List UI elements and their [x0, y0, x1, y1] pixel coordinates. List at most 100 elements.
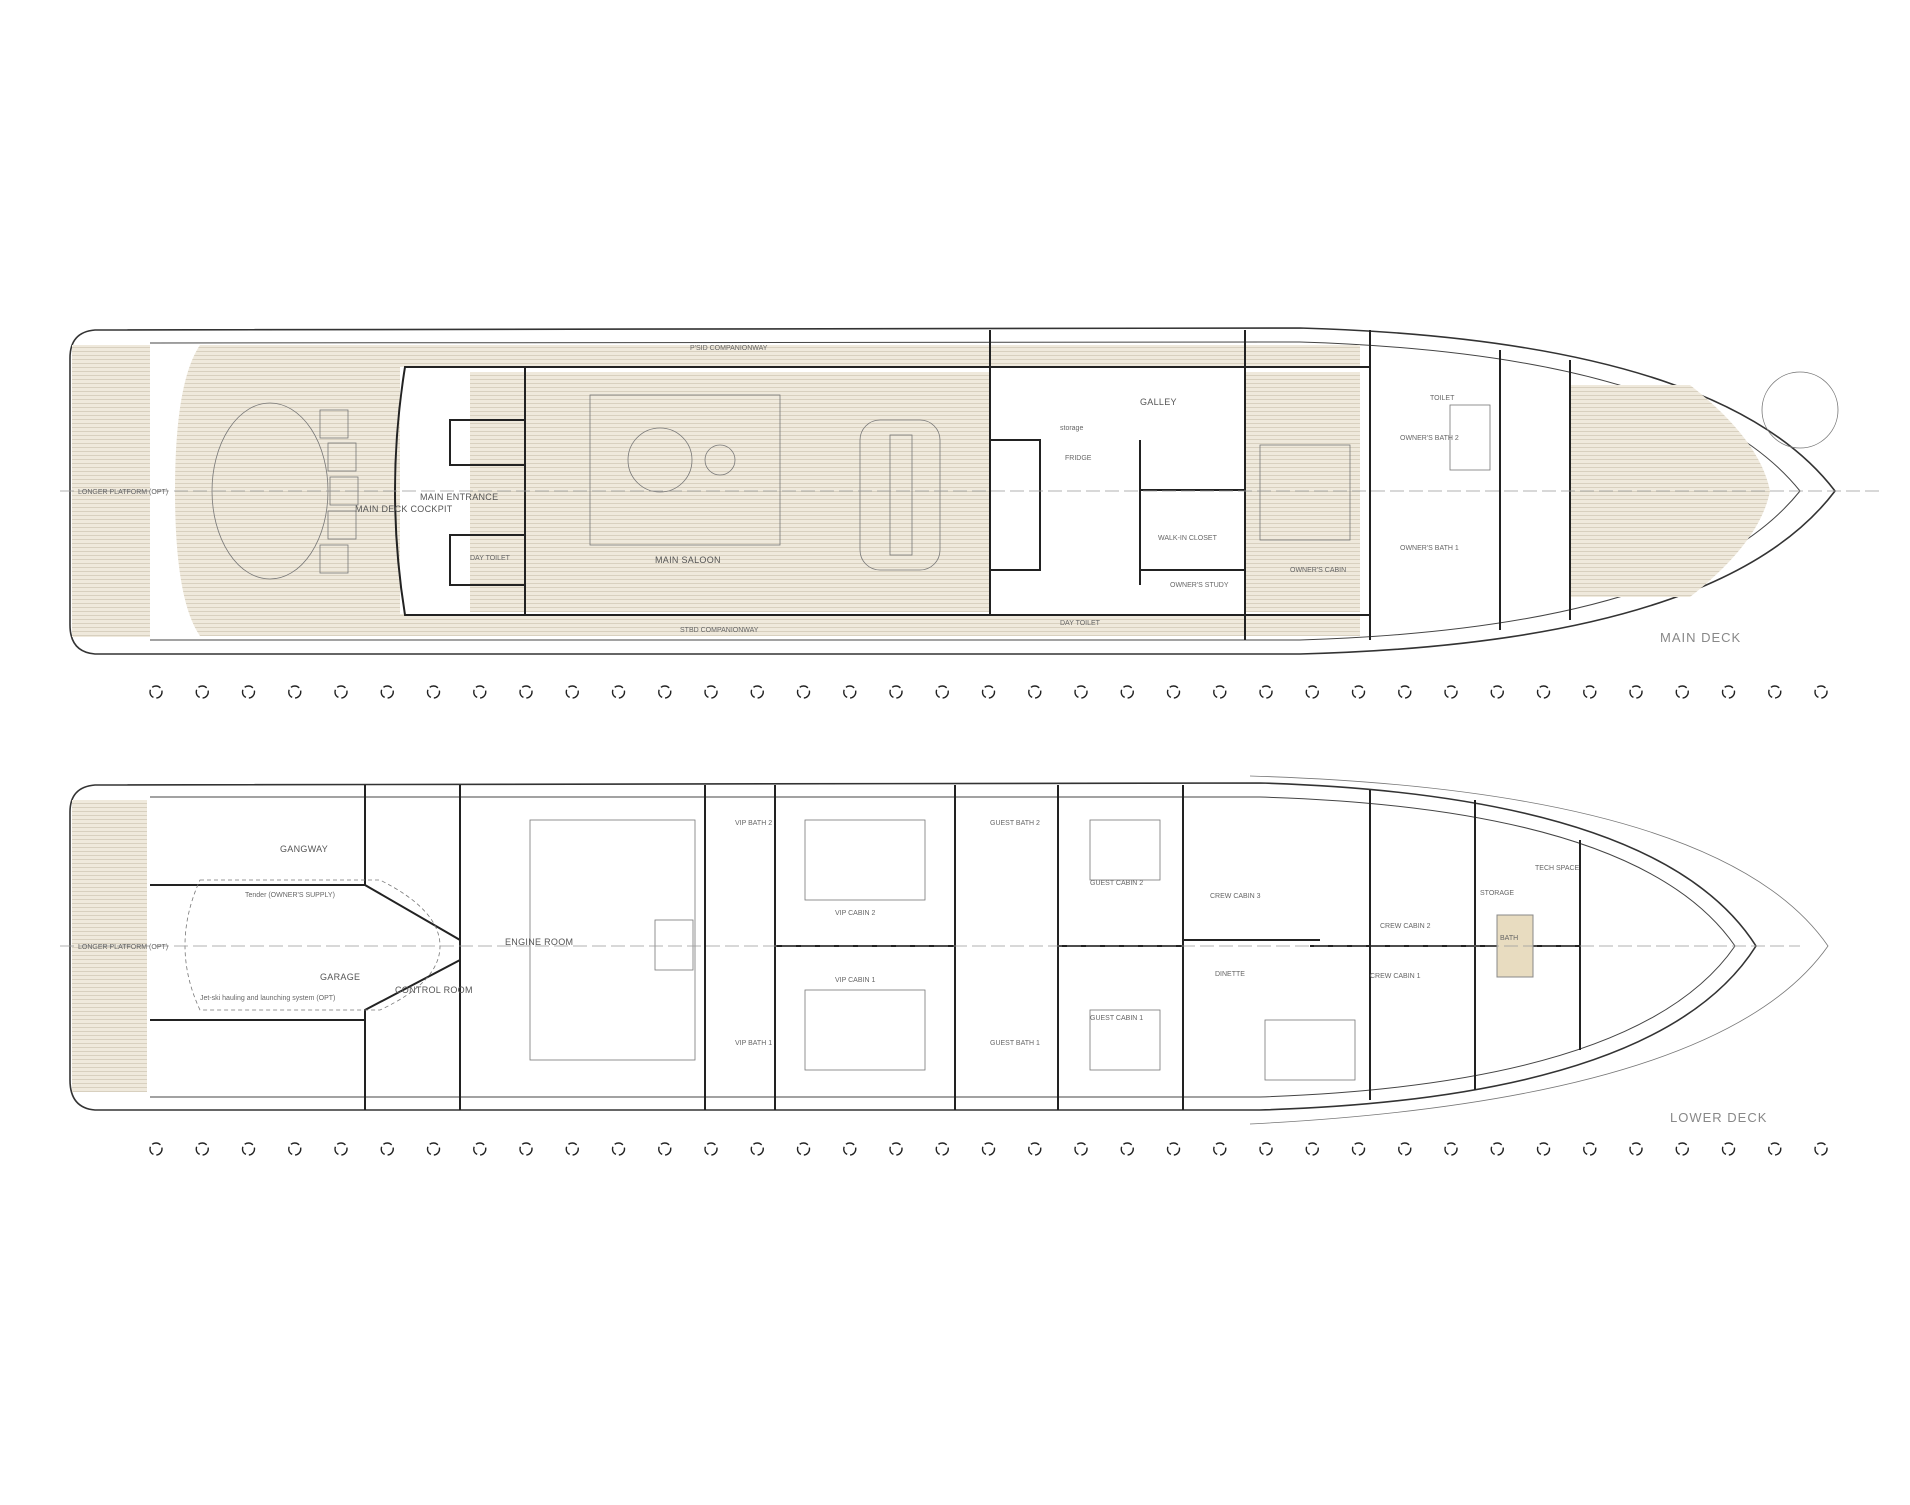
frame-markers-lower: [149, 1142, 1828, 1156]
frame-marker: [1444, 685, 1458, 699]
label-owners-cabin: OWNER'S CABIN: [1290, 567, 1346, 574]
lower-deck-title: LOWER DECK: [1670, 1110, 1767, 1125]
label-vip-cabin-2: VIP CABIN 2: [835, 910, 875, 917]
frame-marker: [519, 1142, 533, 1156]
frame-marker: [1675, 1142, 1689, 1156]
frame-marker: [1120, 685, 1134, 699]
label-storage: storage: [1060, 425, 1083, 432]
frame-marker: [1490, 1142, 1504, 1156]
label-garage: GARAGE: [320, 972, 360, 982]
frame-marker: [1074, 1142, 1088, 1156]
frame-marker: [149, 1142, 163, 1156]
frame-marker: [1629, 685, 1643, 699]
label-toilet: TOILET: [1430, 395, 1455, 402]
label-main-platform: LONGER PLATFORM (OPT): [78, 489, 168, 496]
frame-marker: [981, 685, 996, 699]
label-vip-bath-2: VIP BATH 2: [735, 820, 772, 827]
label-jetski: Jet-ski hauling and launching system (OP…: [200, 995, 335, 1002]
label-guest-cabin-2: GUEST CABIN 2: [1090, 880, 1143, 887]
frame-marker: [565, 1142, 579, 1156]
lower-deck-plan: LONGER PLATFORM (OPT) GANGWAY Tender (OW…: [60, 775, 1829, 1125]
frame-marker: [1814, 685, 1828, 699]
label-crew-cabin-2: CREW CABIN 2: [1380, 923, 1431, 930]
frame-marker: [519, 685, 533, 699]
frame-marker: [380, 1142, 394, 1156]
label-day-toilet-aft: DAY TOILET: [470, 555, 511, 562]
frame-marker: [565, 685, 579, 699]
frame-marker: [1213, 1142, 1227, 1156]
frame-marker: [380, 685, 394, 699]
frame-marker: [658, 1142, 672, 1156]
frame-marker: [611, 685, 626, 699]
label-tender: Tender (OWNER'S SUPPLY): [245, 892, 335, 899]
label-fridge: FRIDGE: [1065, 455, 1092, 462]
frame-marker: [1351, 685, 1366, 699]
frame-marker: [1768, 685, 1782, 699]
frame-marker: [1490, 685, 1504, 699]
frame-marker: [1305, 685, 1319, 699]
frame-marker: [473, 1142, 487, 1156]
frame-marker: [1768, 1142, 1782, 1156]
frame-marker: [1074, 685, 1088, 699]
frame-marker: [1675, 685, 1689, 699]
label-control-room: CONTROL ROOM: [395, 985, 473, 995]
frame-marker: [1398, 1142, 1412, 1156]
frame-marker: [1629, 1142, 1643, 1156]
label-main-entrance: MAIN ENTRANCE: [420, 492, 498, 502]
frame-marker: [1213, 685, 1227, 699]
frame-marker: [288, 1142, 302, 1156]
frame-marker: [426, 685, 441, 699]
frame-marker: [149, 685, 163, 699]
label-engine-room: ENGINE ROOM: [505, 937, 573, 947]
frame-marker: [334, 685, 348, 699]
label-guest-bath-2: GUEST BATH 2: [990, 820, 1040, 827]
label-tech-space: TECH SPACE: [1535, 865, 1580, 872]
frame-marker: [843, 1142, 857, 1156]
frame-marker: [1721, 685, 1736, 699]
frame-marker: [611, 1142, 626, 1156]
frame-marker: [704, 1142, 718, 1156]
frame-marker: [1166, 1142, 1181, 1156]
frame-marker: [288, 685, 302, 699]
frame-marker: [1259, 685, 1273, 699]
label-guest-bath-1: GUEST BATH 1: [990, 1040, 1040, 1047]
label-vip-bath-1: VIP BATH 1: [735, 1040, 772, 1047]
frame-marker: [1259, 1142, 1273, 1156]
frame-marker: [750, 1142, 764, 1156]
label-lower-platform: LONGER PLATFORM (OPT): [78, 944, 168, 951]
frame-marker: [1120, 1142, 1134, 1156]
frame-marker: [1166, 685, 1181, 699]
frame-marker: [935, 685, 949, 699]
label-cockpit: MAIN DECK COCKPIT: [355, 504, 453, 514]
label-owners-study: OWNER'S STUDY: [1170, 582, 1229, 589]
label-dinette: DINETTE: [1215, 971, 1245, 978]
frame-marker: [1398, 685, 1412, 699]
frame-marker: [1583, 685, 1597, 699]
label-ps-companionway: P'SID COMPANIONWAY: [690, 345, 768, 352]
frame-marker: [889, 685, 903, 699]
frame-marker: [1536, 1142, 1551, 1156]
label-gangway: GANGWAY: [280, 844, 328, 854]
frame-marker: [796, 685, 811, 699]
label-storage: STORAGE: [1480, 890, 1514, 897]
frame-marker: [241, 1142, 256, 1156]
frame-marker: [426, 1142, 441, 1156]
frame-marker: [473, 685, 487, 699]
frame-marker: [935, 1142, 949, 1156]
frame-marker: [704, 685, 718, 699]
frame-marker: [981, 1142, 996, 1156]
label-sb-companionway: STBD COMPANIONWAY: [680, 627, 759, 634]
frame-marker: [1721, 1142, 1736, 1156]
cockpit-deck: [175, 345, 400, 636]
main-deck-plan: LONGER PLATFORM (OPT) MAIN DECK COCKPIT …: [60, 327, 1880, 655]
frame-marker: [796, 1142, 811, 1156]
frame-marker: [658, 685, 672, 699]
label-owners-bath-1: OWNER'S BATH 1: [1400, 545, 1459, 552]
label-day-toilet-fwd: DAY TOILET: [1060, 620, 1101, 627]
frame-marker: [1028, 1142, 1042, 1156]
label-bath: BATH: [1500, 935, 1518, 942]
frame-marker: [195, 1142, 209, 1156]
frame-marker: [195, 685, 209, 699]
frame-marker: [843, 685, 857, 699]
